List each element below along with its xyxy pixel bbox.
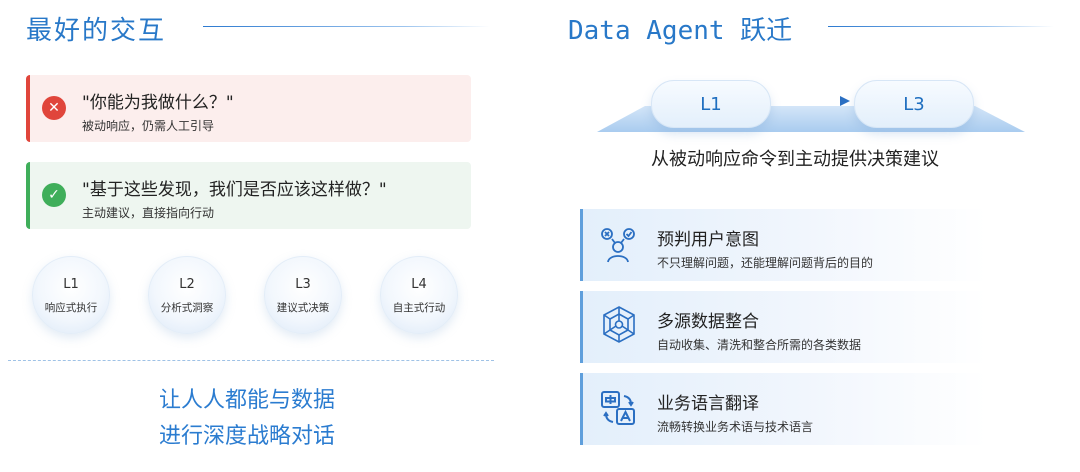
negative-example-quote: "你能为我做什么？" — [82, 93, 234, 113]
feature-desc: 自动收集、清洗和整合所需的各类数据 — [657, 338, 862, 352]
level-circle-l4: L4 自主式行动 — [380, 256, 458, 334]
left-title-divider — [203, 26, 490, 27]
positive-example-card: ✓ "基于这些发现，我们是否应该这样做？" 主动建议，直接指向行动 — [26, 162, 471, 229]
level-label: 响应式执行 — [44, 302, 98, 314]
feature-desc: 不只理解问题，还能理解问题背后的目的 — [657, 256, 874, 270]
level-code: L4 — [411, 277, 427, 292]
left-section-title: 最好的交互 — [26, 16, 167, 46]
right-title-divider — [828, 26, 1054, 27]
user-intent-icon — [601, 228, 635, 263]
level-label: 自主式行动 — [392, 302, 446, 314]
dashed-divider — [8, 360, 494, 361]
level-code: L3 — [295, 277, 311, 292]
right-section-title: Data Agent 跃迁 — [568, 16, 793, 46]
feature-title: 预判用户意图 — [657, 230, 759, 250]
negative-example-card: ✕ "你能为我做什么？" 被动响应，仍需人工引导 — [26, 75, 471, 142]
positive-example-desc: 主动建议，直接指向行动 — [82, 206, 215, 220]
level-code: L2 — [179, 277, 195, 292]
feature-card-translation: 业务语言翻译 流畅转换业务术语与技术语言 — [580, 373, 987, 445]
feature-card-intent: 预判用户意图 不只理解问题，还能理解问题背后的目的 — [580, 209, 987, 281]
check-icon: ✓ — [42, 183, 66, 207]
slogan-line-1: 让人人都能与数据 — [158, 388, 335, 413]
feature-desc: 流畅转换业务术语与技术语言 — [657, 420, 814, 434]
level-code: L1 — [63, 277, 79, 292]
level-pill-to: L3 — [854, 80, 974, 128]
positive-example-quote: "基于这些发现，我们是否应该这样做？" — [82, 180, 387, 200]
level-circle-l3: L3 建议式决策 — [264, 256, 342, 334]
feature-title: 多源数据整合 — [657, 312, 759, 332]
level-pill-from: L1 — [651, 80, 771, 128]
network-icon — [603, 306, 635, 343]
feature-title: 业务语言翻译 — [657, 394, 759, 414]
leap-caption: 从被动响应命令到主动提供决策建议 — [651, 149, 939, 170]
level-label: 分析式洞察 — [160, 302, 214, 314]
slogan-line-2: 进行深度战略对话 — [158, 424, 335, 449]
level-circle-l1: L1 响应式执行 — [32, 256, 110, 334]
negative-example-desc: 被动响应，仍需人工引导 — [82, 119, 215, 133]
level-circle-l2: L2 分析式洞察 — [148, 256, 226, 334]
arrow-right-icon — [776, 96, 850, 106]
translate-icon — [601, 391, 635, 425]
feature-card-integration: 多源数据整合 自动收集、清洗和整合所需的各类数据 — [580, 291, 987, 363]
level-label: 建议式决策 — [276, 302, 330, 314]
x-icon: ✕ — [42, 96, 66, 120]
